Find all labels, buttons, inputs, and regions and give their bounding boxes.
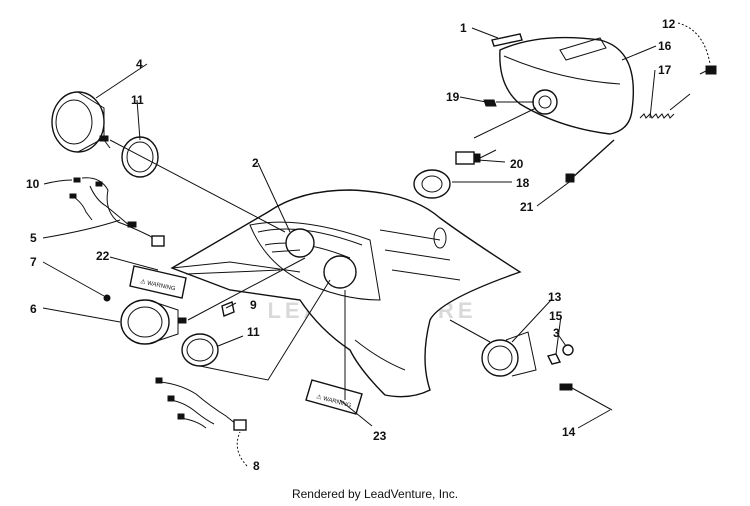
callout-8: 8 xyxy=(253,459,260,473)
callout-16: 16 xyxy=(658,39,672,53)
callout-14: 14 xyxy=(562,425,576,439)
callout-20: 20 xyxy=(510,157,524,171)
decal-part-23: ⚠ WARNING xyxy=(305,379,363,415)
callout-11-upper: 11 xyxy=(131,93,144,107)
callout-19: 19 xyxy=(446,90,460,104)
callout-1: 1 xyxy=(460,21,467,35)
callout-23: 23 xyxy=(373,429,387,443)
callout-labels: 1 2 3 4 5 6 7 8 9 10 11 11 12 13 14 15 1… xyxy=(26,17,676,473)
callout-3: 3 xyxy=(553,326,560,340)
callout-11-lower: 11 xyxy=(247,325,260,339)
nut-part-3 xyxy=(562,344,574,356)
footer-credit: Rendered by LeadVenture, Inc. xyxy=(291,487,459,501)
gauge-part-4 xyxy=(51,91,111,153)
callout-12: 12 xyxy=(662,17,676,31)
callout-22: 22 xyxy=(96,249,110,263)
callout-17: 17 xyxy=(658,63,672,77)
gauge-part-6 xyxy=(103,294,187,345)
bolt-part-21 xyxy=(565,139,615,183)
adjuster-part-12 xyxy=(699,65,717,75)
callout-10: 10 xyxy=(26,177,40,191)
callout-2: 2 xyxy=(252,156,259,170)
callout-13: 13 xyxy=(548,290,562,304)
decal-part-22: ⚠ WARNING xyxy=(129,265,187,299)
retaining-ring-part-18 xyxy=(413,169,451,199)
clip-part-9 xyxy=(221,301,235,317)
dash-housing xyxy=(170,189,522,398)
bulb-socket-part-20 xyxy=(455,149,497,165)
spring-part-17 xyxy=(639,93,691,119)
callout-21: 21 xyxy=(520,200,534,214)
callout-5: 5 xyxy=(30,231,37,245)
washer-part-15 xyxy=(546,353,562,365)
bezel-ring-part-11b xyxy=(181,333,219,367)
bezel-ring-part-11a xyxy=(121,136,159,178)
wiring-harness-part-8 xyxy=(155,377,247,431)
callout-15: 15 xyxy=(549,309,563,323)
callout-7: 7 xyxy=(30,255,37,269)
callout-9: 9 xyxy=(250,298,257,312)
screw-part-19 xyxy=(483,99,497,107)
leader-lines xyxy=(42,22,711,467)
wiring-harness-part-5 xyxy=(69,177,165,247)
cable-part-14 xyxy=(559,383,613,411)
callout-4: 4 xyxy=(136,57,143,71)
callout-18: 18 xyxy=(516,176,530,190)
indicator-part-13 xyxy=(481,331,537,377)
callout-6: 6 xyxy=(30,302,37,316)
